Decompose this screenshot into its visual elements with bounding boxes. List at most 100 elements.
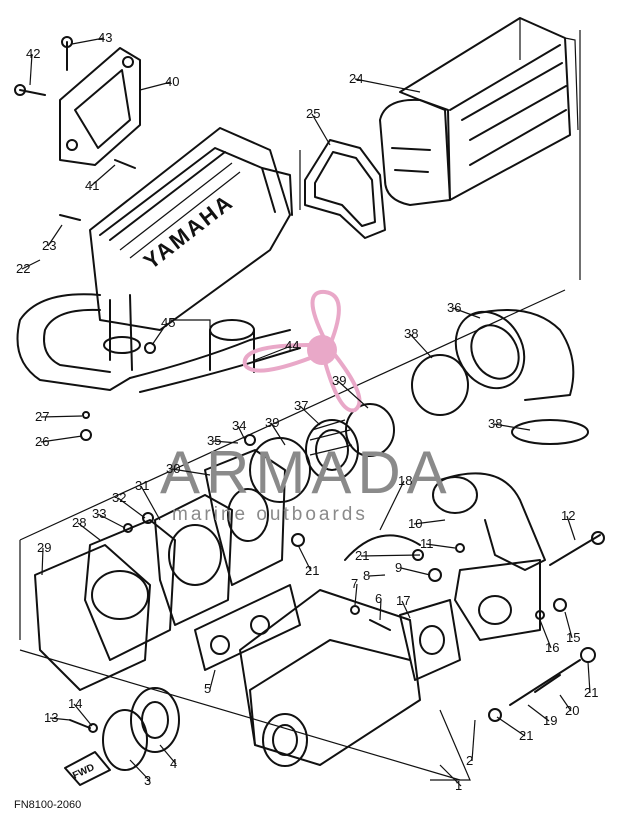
leader-line-5 [209,669,216,690]
callout-34: 34 [232,418,246,433]
cover-plates [69,687,180,771]
watermark: ARMADA marine outboards [160,289,453,525]
carburetor-elbow [432,472,546,641]
leader-line-38-2 [493,423,531,431]
gasket-25 [304,139,386,239]
silencer-box [379,17,579,206]
leader-line-7 [354,583,358,606]
leader-line-29 [41,547,44,576]
leader-line-40 [139,81,172,91]
callout-21-2: 21 [355,548,369,563]
callout-4: 4 [170,756,177,771]
callout-2: 2 [466,753,473,768]
leader-line-18 [379,480,405,531]
callout-21-3: 21 [584,685,598,700]
leader-line-2 [471,719,476,762]
leader-line-25 [311,113,331,146]
callout-29: 29 [37,540,51,555]
callout-41: 41 [85,178,99,193]
cover-brand-text: YAMAHA [139,189,238,274]
leader-line-1 [439,764,462,787]
callout-23: 23 [42,238,56,253]
leader-line-39-2 [270,422,286,446]
intake-manifold [239,589,421,767]
leader-line-20 [559,694,572,712]
callout-30: 30 [166,461,180,476]
callout-12: 12 [561,508,575,523]
callout-8: 8 [363,568,370,583]
leader-line-33 [97,513,126,529]
leader-line-11 [425,543,456,549]
callout-21-4: 21 [519,728,533,743]
callout-32: 32 [112,490,126,505]
callout-13: 13 [44,710,58,725]
reed-plates [34,449,286,691]
leader-line-19 [527,704,550,722]
callout-14: 14 [68,696,82,711]
leader-line-21-2 [360,554,421,557]
leader-line-13 [49,717,71,721]
callout-11: 11 [420,536,434,551]
intake-elbow-left [16,293,141,391]
leader-line-45 [151,322,168,346]
callout-26: 26 [35,434,49,449]
leader-line-21-3 [587,661,591,694]
callout-6: 6 [375,591,382,606]
leader-line-32 [117,497,146,519]
diagram-code: FN8100-2060 [14,799,81,811]
leader-line-3 [129,759,151,782]
leader-lines [21,37,591,787]
leader-line-4 [159,744,177,765]
leader-line-30 [171,468,211,476]
callout-9: 9 [395,560,402,575]
watermark-tagline: marine outboards [172,504,368,525]
callout-39-2: 39 [265,415,279,430]
leader-line-16 [539,619,552,649]
leader-line-41 [90,164,116,187]
leader-line-10 [413,519,446,525]
leader-line-31 [140,485,161,521]
leader-line-17 [401,600,411,619]
callout-38-2: 38 [488,416,502,431]
callout-45: 45 [161,315,175,330]
callout-20: 20 [565,703,579,718]
callout-1: 1 [455,778,462,793]
duct-pipe [129,319,301,393]
leader-line-36 [452,307,481,319]
leader-line-23 [47,224,63,247]
callout-22: 22 [16,261,30,276]
callout-18: 18 [398,473,412,488]
leader-line-42 [29,53,33,86]
callout-39: 39 [332,373,346,388]
bracket-40 [59,47,141,166]
leader-line-21-4 [496,716,526,737]
elbow-36 [454,309,575,401]
leader-line-21 [297,544,312,572]
callout-33: 33 [92,506,106,521]
callout-44: 44 [285,338,299,353]
leader-line-12 [566,515,576,541]
leader-line-35 [212,440,239,444]
leader-line-6 [379,598,382,621]
leader-line-15 [564,611,573,639]
rubber-boot [305,419,359,481]
leader-line-43 [71,37,105,45]
callout-43: 43 [98,30,112,45]
leader-line-28 [77,522,101,541]
leader-line-44 [254,345,292,361]
callout-17: 17 [396,593,410,608]
callout-25: 25 [306,106,320,121]
callout-28: 28 [72,515,86,530]
callout-27: 27 [35,409,49,424]
callout-35: 35 [207,433,221,448]
callout-7: 7 [351,576,358,591]
leader-line-26 [40,435,83,443]
watermark-brand: ARMADA [160,439,453,506]
fwd-arrow: FWD [64,751,111,786]
studs-and-bolts [123,342,605,722]
intake-assembly-drawing: FWD YAMAHA [14,17,605,786]
leader-line-39 [337,380,369,409]
plate-17 [399,599,461,681]
